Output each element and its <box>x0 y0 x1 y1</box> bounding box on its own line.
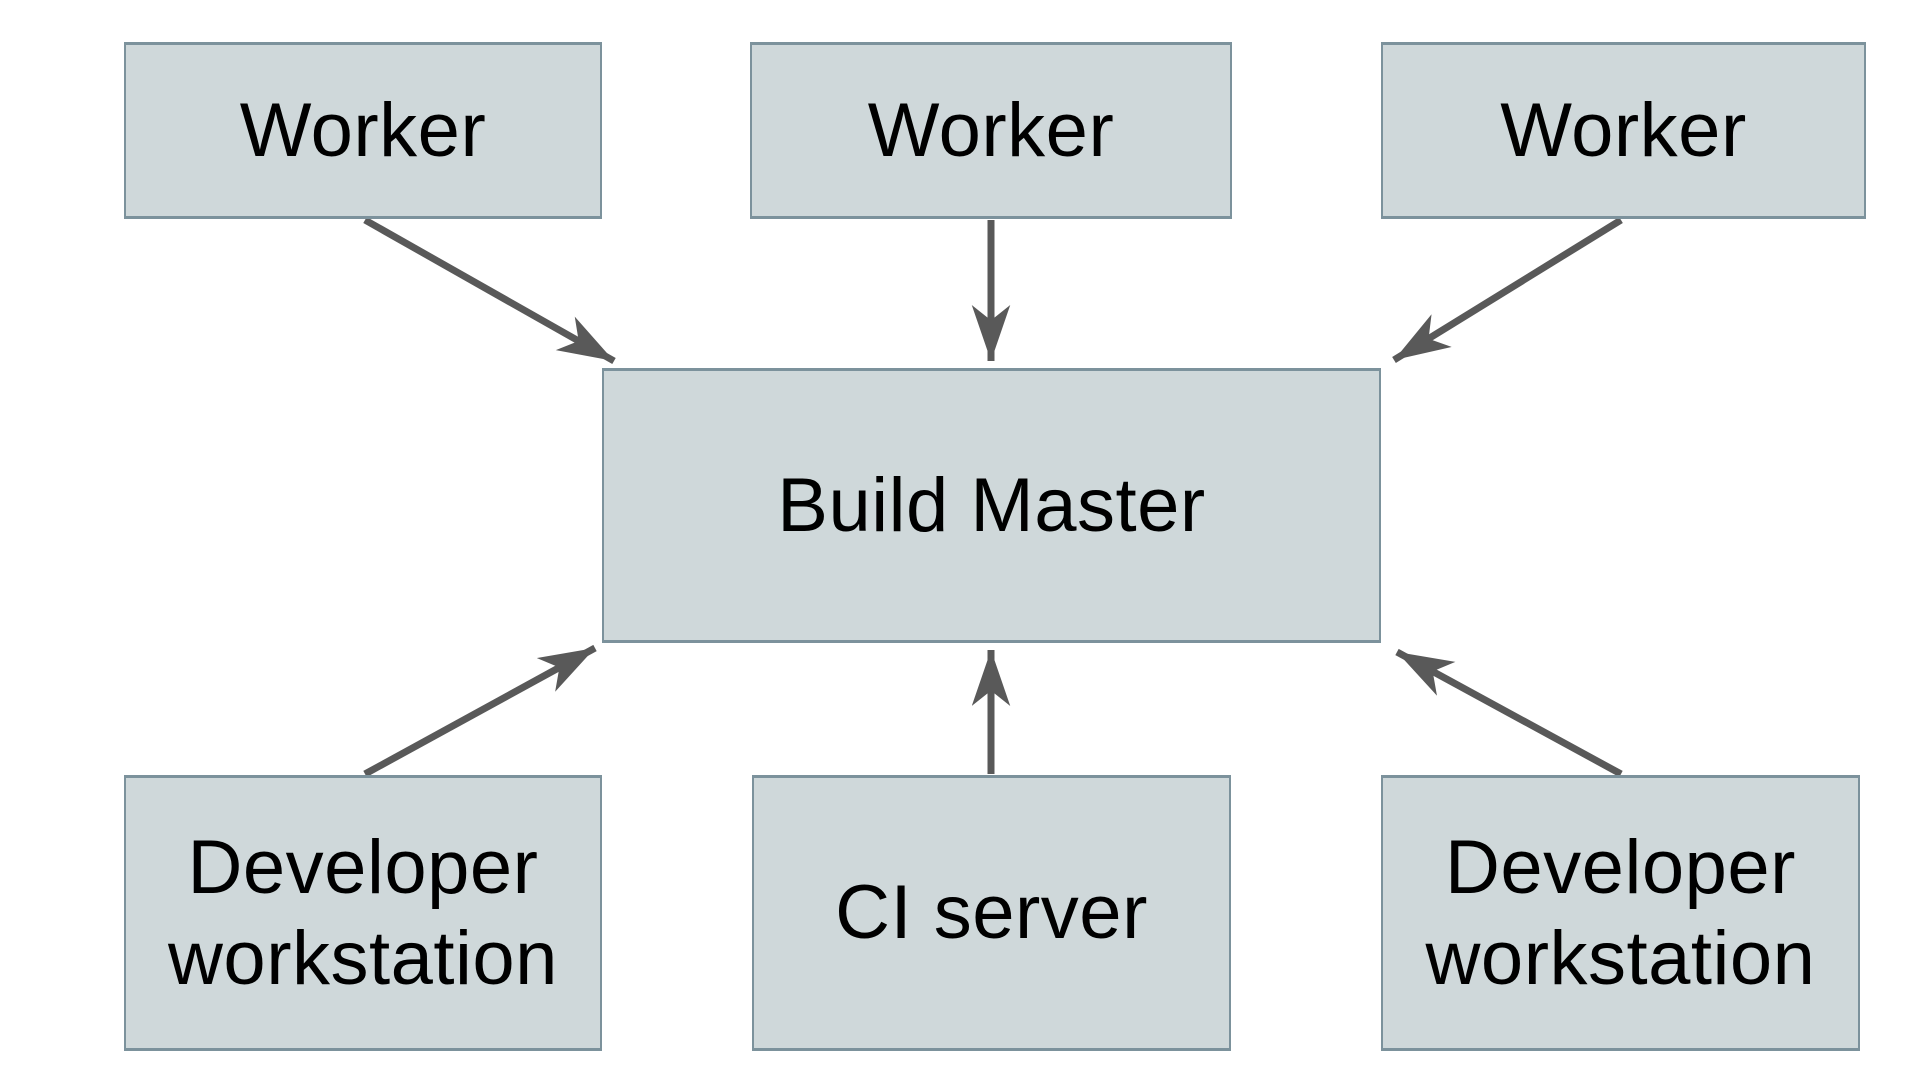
node-developer-workstation-1: Developer workstation <box>124 775 602 1051</box>
arrow-developer-workstation-1-to-build-master <box>363 644 597 778</box>
arrow-developer-workstation-2-to-build-master <box>1395 648 1623 778</box>
node-worker-2: Worker <box>750 42 1232 219</box>
node-worker-1: Worker <box>124 42 602 219</box>
arrow-worker-1-to-build-master <box>363 216 616 365</box>
node-developer-workstation-2-label: Developer workstation <box>1425 824 1816 1001</box>
node-worker-3: Worker <box>1381 42 1866 219</box>
node-developer-workstation-2: Developer workstation <box>1381 775 1860 1051</box>
node-build-master: Build Master <box>602 368 1381 643</box>
node-worker-3-label: Worker <box>1500 87 1747 173</box>
node-build-master-label: Build Master <box>777 462 1206 548</box>
node-worker-1-label: Worker <box>239 87 487 173</box>
node-ci-server-label: CI server <box>835 870 1148 956</box>
node-ci-server: CI server <box>752 775 1231 1051</box>
node-developer-workstation-1-label: Developer workstation <box>168 824 558 1001</box>
node-worker-2-label: Worker <box>867 87 1115 173</box>
arrow-worker-3-to-build-master <box>1392 217 1623 363</box>
